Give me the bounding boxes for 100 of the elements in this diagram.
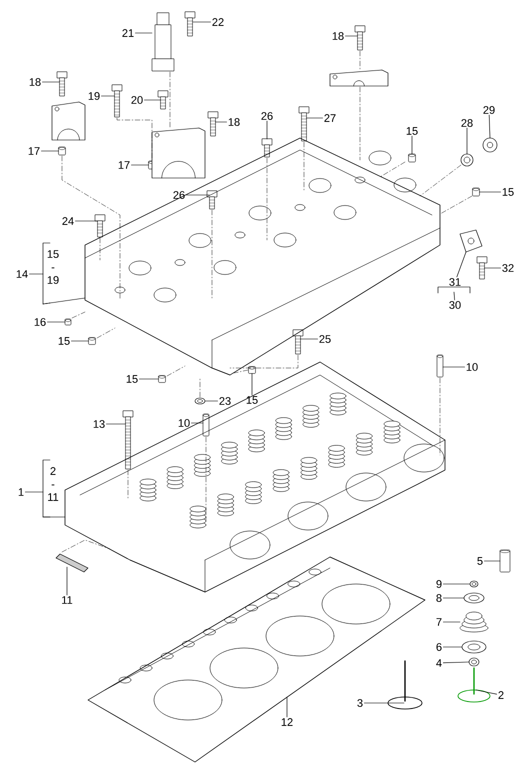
camshaft-carrier: [84, 138, 440, 376]
alignment-line: [440, 196, 472, 214]
callout-number: 15: [502, 188, 514, 196]
leader-line: [364, 702, 404, 704]
leader-line: [454, 292, 455, 300]
ring: [470, 580, 478, 588]
valve: [388, 660, 422, 710]
bearing-cap: [52, 102, 86, 140]
dowel-pin: [500, 550, 510, 572]
ring: [462, 640, 486, 654]
callout-number: 1: [18, 488, 24, 496]
leader-line: [71, 340, 89, 342]
callout-number: 25: [319, 335, 331, 343]
ring: [194, 398, 206, 404]
screw-plug: [482, 138, 498, 152]
callout-number: 2: [498, 691, 504, 699]
callout-number: 26: [261, 112, 273, 120]
callout-number: 3: [357, 699, 363, 707]
leader-line: [66, 566, 68, 596]
callout-number: 18: [228, 118, 240, 126]
callout-number: 17: [28, 147, 40, 155]
leader-line: [488, 114, 490, 138]
leader-line: [186, 194, 210, 196]
alignment-line: [72, 312, 86, 318]
alignment-line: [230, 354, 298, 368]
leader-line: [204, 400, 218, 402]
callout-number: 31: [449, 278, 461, 286]
part-range-bracket: 2 - 11: [42, 460, 58, 518]
callout-number: 19: [88, 92, 100, 100]
bolt: [208, 112, 218, 136]
bearing-cap: [330, 70, 388, 86]
head-gasket: [88, 556, 426, 762]
bolt: [298, 106, 310, 142]
leader-line: [466, 128, 468, 154]
alignment-line: [62, 156, 120, 300]
leader-line: [42, 516, 66, 518]
bolt: [112, 84, 122, 118]
alignment-line: [234, 370, 248, 374]
alignment-line: [266, 158, 268, 240]
bracket: [438, 286, 470, 294]
callout-number: 7: [436, 618, 442, 626]
leader-line: [476, 690, 498, 694]
leader-line: [139, 378, 159, 380]
bearing-cap: [152, 128, 206, 178]
callout-number: 18: [332, 32, 344, 40]
valve-spring: [460, 612, 488, 632]
leader-line: [300, 338, 318, 340]
dowel-pin: [64, 318, 72, 326]
callout-number: 15: [406, 127, 418, 135]
callout-number: 29: [483, 106, 495, 114]
bolt: [94, 214, 106, 238]
callout-number: 27: [324, 114, 336, 122]
bolt: [158, 90, 168, 110]
alignment-line: [116, 118, 152, 160]
callout-number: 14: [16, 270, 28, 278]
alignment-line: [96, 328, 116, 338]
callout-number: 11: [62, 596, 72, 604]
alignment-line: [62, 540, 110, 552]
valve: [458, 667, 490, 702]
bolt: [184, 12, 196, 36]
callout-number: 5: [477, 557, 483, 565]
callout-number: 8: [436, 594, 442, 602]
callout-number: 10: [466, 363, 478, 371]
dowel-pin: [158, 375, 166, 383]
callout-number: 23: [219, 397, 231, 405]
callout-number: 6: [436, 643, 442, 651]
callout-number: 18: [30, 78, 41, 86]
callout-number: 16: [34, 318, 46, 326]
callout-number: 15: [126, 375, 138, 383]
bolt: [122, 410, 134, 470]
part-range-bracket: 15 - 19: [42, 242, 59, 304]
solenoid-valve: [152, 12, 174, 72]
callout-number: 17: [118, 161, 130, 169]
leader-line: [266, 120, 268, 140]
callout-number: 24: [62, 217, 74, 225]
callout-number: 13: [94, 420, 105, 428]
dowel-pin: [88, 337, 96, 345]
ring: [460, 154, 474, 166]
leader-line: [191, 422, 204, 424]
leader-line: [135, 32, 152, 34]
leader-line: [41, 150, 59, 152]
callout-number: 30: [449, 301, 461, 309]
callout-number: 26: [173, 191, 185, 199]
dowel-pin: [408, 154, 416, 162]
leader-line: [442, 662, 470, 664]
pin: [56, 554, 88, 572]
callout-number: 12: [282, 718, 293, 726]
bolt: [476, 256, 488, 280]
sensor: [460, 230, 482, 252]
bolt: [262, 138, 272, 158]
dowel-pin: [436, 354, 444, 378]
callout-number: 32: [502, 264, 514, 272]
callout-number: 22: [212, 18, 224, 26]
callout-number: 4: [436, 659, 442, 667]
leader-line: [456, 252, 466, 278]
bolt: [292, 330, 304, 354]
bolt: [354, 26, 366, 50]
ring: [468, 658, 480, 666]
callout-number: 9: [436, 580, 442, 588]
callout-number: 28: [461, 119, 473, 127]
